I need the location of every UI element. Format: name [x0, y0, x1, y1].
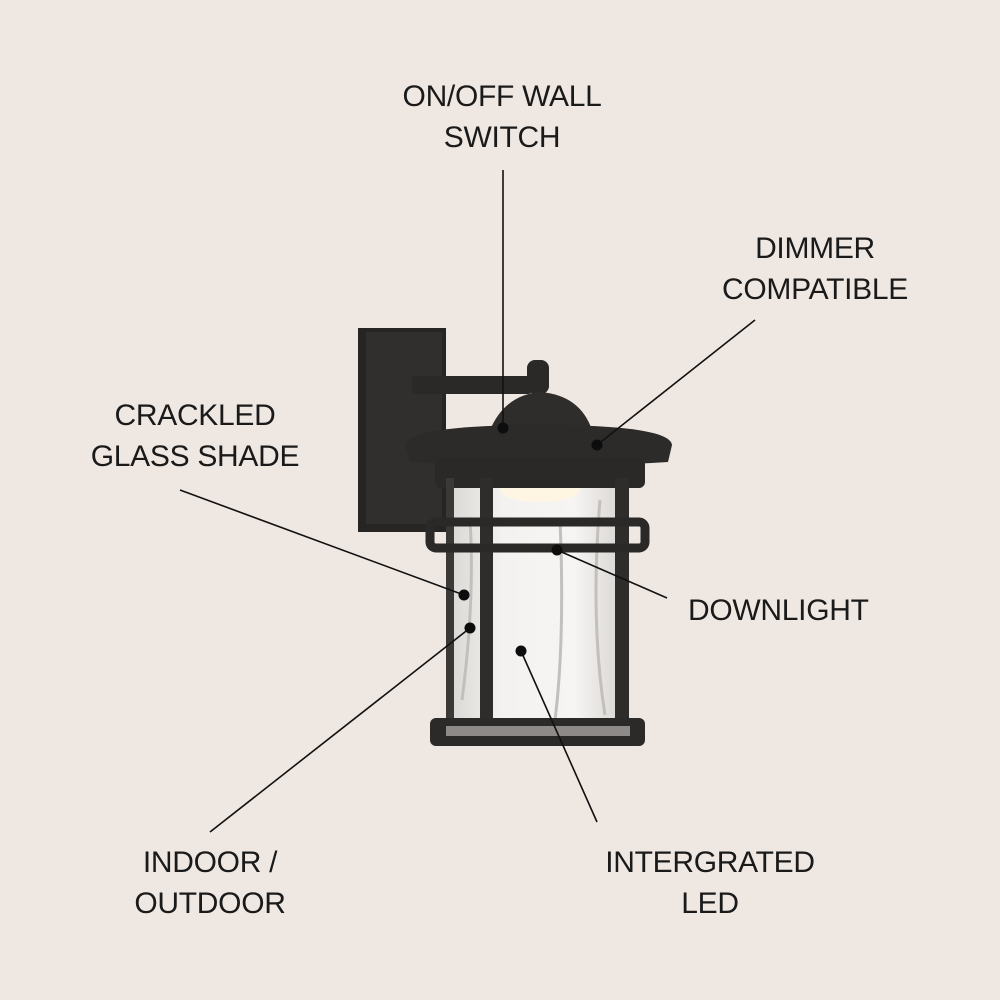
label-line: LED — [681, 887, 739, 920]
callout-line-led — [520, 650, 598, 823]
label-line: ON/OFF WALL — [402, 80, 602, 113]
cap-band — [435, 458, 645, 488]
label-line: INDOOR / — [142, 846, 278, 879]
callout-lines — [179, 170, 756, 833]
label-dimmer: DIMMER COMPATIBLE — [690, 228, 940, 310]
callout-line-dimmer — [596, 319, 756, 446]
dome — [490, 392, 592, 430]
label-indoor-outdoor: INDOOR / OUTDOOR — [90, 842, 330, 924]
bar — [480, 478, 493, 723]
callout-line-downlight — [556, 549, 668, 599]
label-downlight: DOWNLIGHT — [688, 590, 869, 631]
label-switch: ON/OFF WALL SWITCH — [352, 76, 652, 158]
callout-dots — [458, 422, 603, 657]
label-line: INTERGRATED — [605, 846, 815, 879]
bar — [615, 478, 629, 723]
label-line: DIMMER — [755, 232, 875, 265]
label-line: CRACKLED — [114, 399, 276, 432]
finial — [527, 360, 549, 394]
label-line: COMPATIBLE — [722, 273, 908, 306]
middle-ring — [425, 517, 650, 553]
label-line: SWITCH — [443, 121, 561, 154]
arm — [412, 376, 532, 394]
label-line: DOWNLIGHT — [688, 594, 869, 627]
wall-lantern — [358, 328, 672, 746]
label-line: OUTDOOR — [134, 887, 286, 920]
callout-line-crackled — [179, 489, 465, 596]
label-line: GLASS SHADE — [90, 440, 300, 473]
label-integrated-led: INTERGRATED LED — [580, 842, 840, 924]
callout-line-indoor — [209, 627, 471, 833]
label-crackled-glass: CRACKLED GLASS SHADE — [65, 395, 325, 477]
brim — [405, 425, 672, 466]
